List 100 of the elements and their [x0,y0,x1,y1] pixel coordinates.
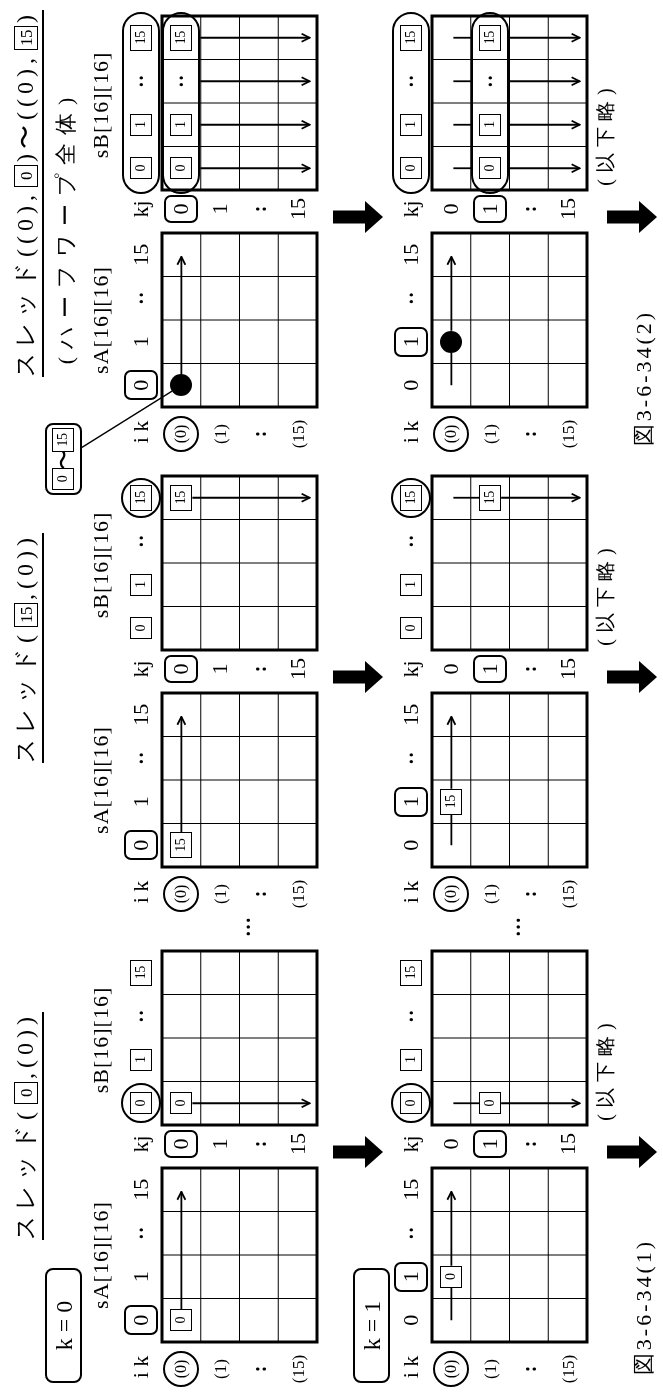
ellipsis: ·· [401,74,421,88]
title-text: スレッド( [13,630,37,763]
ellipsis: ·· [401,1226,421,1240]
circled-index: (0) [433,1351,470,1387]
index-highlight-box: 0 [164,1130,199,1158]
ellipsis: ·· [401,751,421,765]
index-label: (15) [559,879,577,909]
axis-label: i k [130,880,152,904]
thread-number-box: 1 [400,113,422,136]
thread-dot [440,330,463,353]
index-highlight-box: 1 [394,326,428,357]
ellipsis: : [248,205,269,213]
thread-number-box: 1 [130,1048,152,1071]
highlight-circle [391,477,431,518]
index-label: (1) [211,424,229,444]
thread-number-box: 15 [400,959,422,986]
thread-dot [170,374,193,397]
thread-number-box: 1 [130,573,152,596]
array-name: sB[16][16] [90,51,112,159]
thread-number-box: 0 [130,157,152,180]
thread-number-box: 15 [14,26,38,50]
index-label: 15 [400,243,422,266]
thread-number-box: 1 [130,113,152,136]
index-highlight-box: 0 [164,655,199,683]
thread-number-box: 0 [14,1082,38,1104]
title-text: ,(0)) [13,1012,37,1079]
figure-caption: 図3-6-34(1) [633,1238,655,1376]
index-label: 15 [286,198,309,220]
index-label: 15 [286,1133,309,1155]
thread-number-box: 0 [52,468,74,490]
condition-box: k = 0 [45,1268,82,1383]
thread-number-box: 0 [479,1092,502,1115]
array-name: sB[16][16] [90,511,112,619]
index-label: (1) [211,1359,229,1379]
axis-label: i k [130,420,152,444]
index-label: 1 [209,203,232,215]
index-label: 1 [209,663,232,675]
thread-number-box: 15 [130,959,152,986]
title-text: ,(0)) [13,533,37,600]
range-box [45,423,82,495]
ellipsis: : [248,665,269,673]
index-label: (15) [289,419,307,449]
thread-number-box: 1 [400,573,422,596]
thread-number-box: 15 [52,428,74,452]
circled-index: (0) [433,416,470,452]
index-label: 0 [400,839,422,851]
thread-number-box: 15 [170,24,193,51]
index-label: 15 [286,658,309,680]
index-highlight-box: 0 [124,370,158,401]
thread-number-box: 15 [14,603,38,627]
thread-number-box: 1 [400,1048,422,1071]
index-label: (1) [481,884,499,904]
index-label: 15 [400,1178,422,1201]
thread-number-box: 0 [130,617,152,640]
note-text: (以下略) [595,82,615,186]
array-name: sA[16][16] [90,726,112,834]
index-label: 15 [130,243,152,266]
axis-label: kj [130,660,152,678]
note-text: (以下略) [595,1017,615,1121]
ellipsis: : [248,1140,269,1148]
index-highlight-box: 1 [394,1261,428,1292]
index-highlight-box: 0 [124,1305,158,1336]
ellipsis: : [518,205,539,213]
title-text: )〜((0), [13,53,37,162]
array-name: sA[16][16] [90,266,112,374]
axis-label: kj [130,1135,152,1153]
index-label: 1 [130,336,152,348]
index-label: 1 [130,796,152,808]
thread-number-box: 15 [479,24,502,51]
ellipsis: : [518,430,539,438]
index-highlight-box: 0 [124,830,158,861]
circled-index: (0) [163,1351,200,1387]
ellipsis: … [503,917,523,937]
index-label: (15) [289,1354,307,1384]
thread-number-box: 15 [170,832,193,859]
index-highlight-box: 1 [473,195,508,223]
thread-number-box: 1 [479,113,502,136]
thread-number-box: 1 [170,113,193,136]
index-label: 15 [556,198,579,220]
thread-number-box: 0 [170,1309,193,1332]
index-label: 0 [440,663,463,675]
highlight-circle [391,1083,431,1124]
thread-number-box: 0 [479,157,502,180]
ellipsis: ·· [131,534,151,548]
index-label: 0 [400,379,422,391]
axis-label: kj [130,200,152,218]
axis-label: i k [130,1355,152,1379]
ellipsis: ·· [401,291,421,305]
circled-index: (0) [433,876,470,912]
thread-number-box: 15 [479,484,502,511]
ellipsis: : [518,665,539,673]
index-highlight-box: 0 [164,195,199,223]
ellipsis: : [248,430,269,438]
ellipsis: ·· [171,74,192,88]
index-label: (15) [559,419,577,449]
thread-number-box: 0 [170,157,193,180]
thread-number-box: 15 [170,484,193,511]
ellipsis: : [518,1140,539,1148]
ellipsis: ·· [131,1226,151,1240]
ellipsis: ·· [131,291,151,305]
